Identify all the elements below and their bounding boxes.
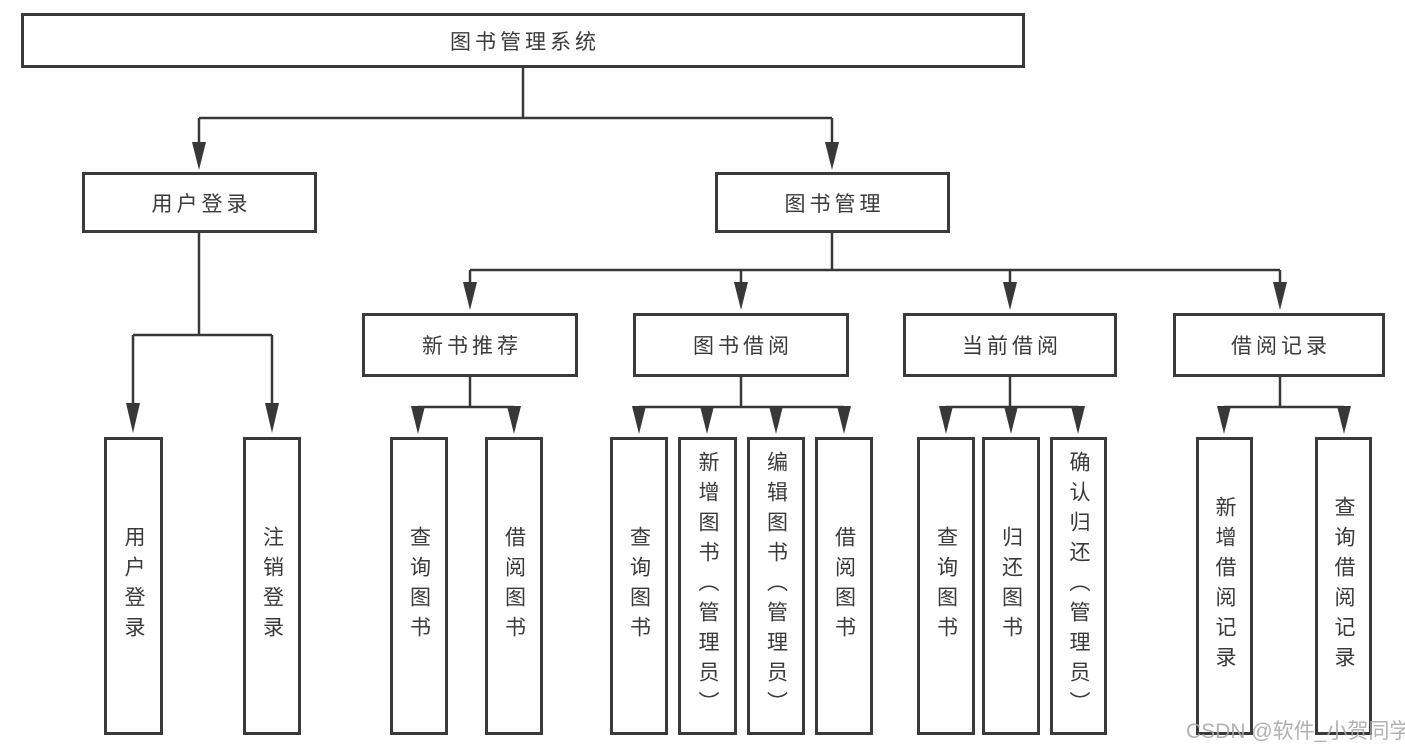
arrowhead [192, 142, 206, 170]
node-current-borrow: 当前借阅 [903, 313, 1117, 377]
leaf-confirm-return-admin: 确认归还（管理员） [1050, 437, 1107, 735]
leaf-borrow-books-label: 借阅图书 [832, 526, 856, 646]
watermark: CSDN @软件_小贺同学 [1186, 720, 1405, 743]
arrowhead [126, 403, 140, 433]
leaf-borrow-books: 借阅图书 [815, 437, 873, 735]
arrowhead [1004, 406, 1018, 434]
arrowhead [1217, 406, 1231, 434]
arrowhead [1003, 282, 1017, 310]
node-root-label: 图书管理系统 [450, 30, 600, 54]
leaf-add-books-admin: 新增图书（管理员） [678, 437, 737, 735]
connector-book-mgmt-children [468, 233, 1282, 284]
node-current-borrow-label: 当前借阅 [962, 335, 1062, 358]
leaf-current-query-books: 查询图书 [917, 437, 975, 735]
connector-user-login-children [131, 233, 274, 405]
arrowhead [463, 282, 477, 310]
node-user-login: 用户登录 [82, 172, 317, 233]
arrowhead [700, 406, 714, 434]
leaf-add-borrow-record-label: 新增借阅记录 [1213, 496, 1236, 676]
leaf-current-query-books-label: 查询图书 [934, 526, 958, 646]
arrowhead [734, 282, 748, 310]
leaf-logout-login: 注销登录 [243, 437, 301, 735]
node-user-login-label: 用户登录 [151, 192, 252, 216]
leaf-edit-books-admin: 编辑图书（管理员） [747, 437, 805, 735]
connector-root-to-level2 [197, 68, 834, 144]
arrowhead [265, 403, 279, 433]
leaf-borrow-query-books: 查询图书 [610, 437, 668, 735]
leaf-add-books-admin-label: 新增图书（管理员） [696, 451, 719, 721]
leaf-query-borrow-record: 查询借阅记录 [1315, 437, 1372, 735]
node-borrow-records-label: 借阅记录 [1231, 335, 1331, 358]
leaf-recommend-borrow-books: 借阅图书 [485, 437, 543, 735]
leaf-recommend-query-books-label: 查询图书 [407, 526, 431, 646]
node-book-borrow-label: 图书借阅 [693, 335, 793, 358]
arrowhead [1273, 282, 1287, 310]
leaf-query-borrow-record-label: 查询借阅记录 [1332, 496, 1355, 676]
node-root: 图书管理系统 [21, 13, 1025, 68]
leaf-recommend-borrow-books-label: 借阅图书 [502, 526, 526, 646]
leaf-return-books-label: 归还图书 [999, 526, 1023, 646]
leaf-edit-books-admin-label: 编辑图书（管理员） [764, 451, 788, 721]
arrowhead [507, 406, 521, 434]
node-book-borrow: 图书借阅 [633, 313, 849, 377]
node-new-book-recommend: 新书推荐 [362, 313, 578, 377]
leaf-confirm-return-admin-label: 确认归还（管理员） [1067, 451, 1090, 721]
node-new-book-recommend-label: 新书推荐 [422, 335, 522, 358]
leaf-add-borrow-record: 新增借阅记录 [1196, 437, 1253, 735]
leaf-return-books: 归还图书 [982, 437, 1040, 735]
arrowhead [1071, 406, 1085, 434]
arrowhead [825, 142, 839, 170]
arrowhead [837, 406, 851, 434]
node-book-mgmt-label: 图书管理 [784, 192, 885, 216]
arrowhead [769, 406, 783, 434]
arrowhead [1337, 406, 1351, 434]
node-book-mgmt: 图书管理 [715, 172, 950, 233]
arrowhead [939, 406, 953, 434]
leaf-user-login-label: 用户登录 [122, 526, 145, 646]
leaf-recommend-query-books: 查询图书 [390, 437, 448, 735]
arrowhead [632, 406, 646, 434]
arrowheads [126, 142, 1351, 434]
leaf-user-login: 用户登录 [104, 437, 163, 735]
leaf-logout-login-label: 注销登录 [260, 526, 284, 646]
leaf-borrow-query-books-label: 查询图书 [627, 526, 651, 646]
node-borrow-records: 借阅记录 [1173, 313, 1385, 377]
arrowhead [411, 406, 425, 434]
connector-section-children [416, 377, 1346, 410]
